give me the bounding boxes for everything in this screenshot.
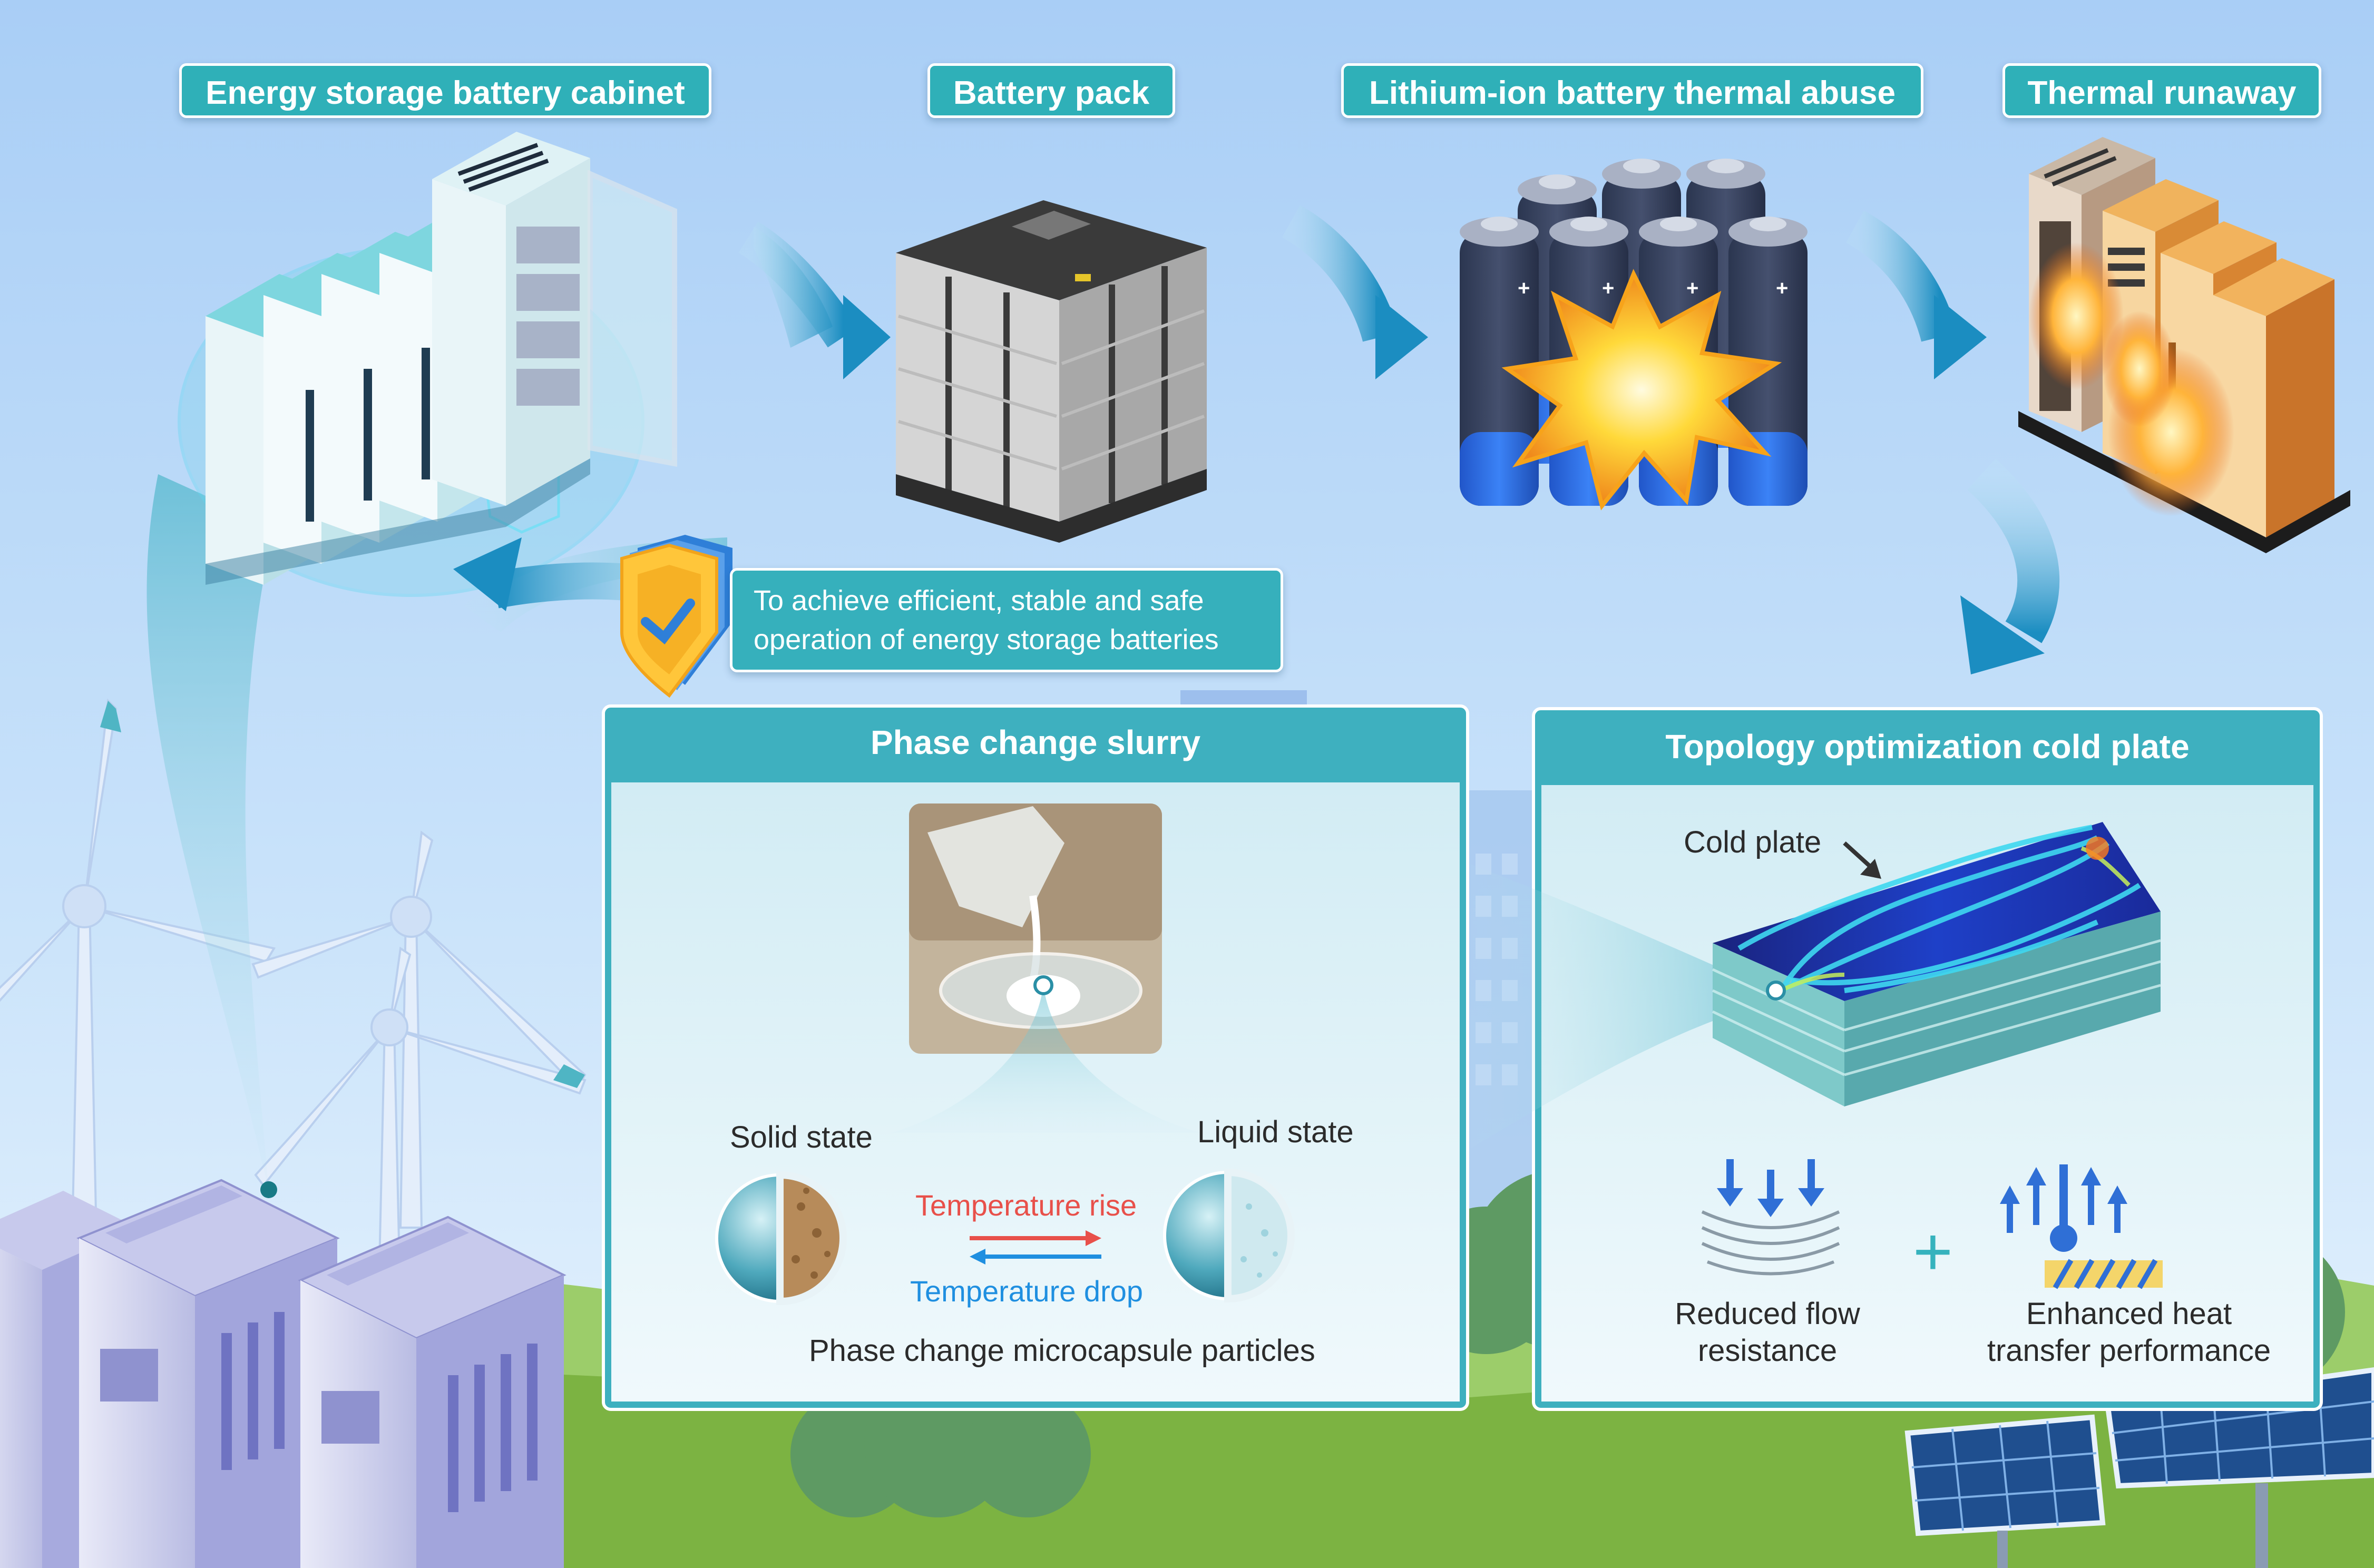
callout-arrow: [1843, 841, 1881, 879]
flow-arrow-down: [1960, 458, 2060, 674]
cold-plate-callout: Cold plate: [1684, 825, 1822, 859]
cold-plate-panel-title: Topology optimization cold plate: [1665, 728, 2190, 766]
benefit-2-line-1: Enhanced heat: [2026, 1297, 2232, 1331]
flow-arrow-3: [1845, 210, 1987, 379]
stage-label-pack: Battery pack: [927, 63, 1175, 118]
cold-plate-illustration: [1712, 822, 2161, 1106]
goal-callout: To achieve efficient, stable and safe op…: [730, 568, 1283, 672]
slurry-photo: [909, 803, 1162, 1054]
stage-label-abuse: Lithium-ion battery thermal abuse: [1341, 63, 1923, 118]
liquid-microcapsule-icon: [1163, 1168, 1295, 1303]
solid-state-label: Solid state: [730, 1120, 873, 1154]
wind-turbine-3: [254, 946, 587, 1266]
microcapsule-caption: Phase change microcapsule particles: [809, 1334, 1315, 1368]
svg-text:+: +: [1518, 277, 1530, 300]
plus-sign: +: [1913, 1213, 1953, 1290]
svg-text:+: +: [1686, 277, 1698, 300]
shield-check-icon: [620, 535, 732, 698]
explosion-icon: [1501, 269, 1782, 511]
liquid-state-label: Liquid state: [1197, 1115, 1354, 1149]
temperature-drop-label: Temperature drop: [910, 1275, 1144, 1308]
reduced-flow-icon: [1701, 1159, 1840, 1276]
battery-cabinet-illustration: [178, 132, 677, 597]
temperature-rise-label: Temperature rise: [915, 1189, 1137, 1222]
field-battery-containers: [0, 1179, 566, 1568]
benefit-1-line-1: Reduced flow: [1675, 1297, 1860, 1331]
thermal-runaway-illustration: [2018, 137, 2350, 553]
benefit-2-line-2: transfer performance: [1987, 1334, 2271, 1368]
goal-line-2: operation of energy storage batteries: [754, 624, 1219, 655]
slurry-panel-title: Phase change slurry: [870, 723, 1201, 761]
flow-arrow-1: [738, 221, 891, 379]
benefit-1-line-2: resistance: [1697, 1334, 1838, 1368]
stage-label-cabinet: Energy storage battery cabinet: [179, 63, 711, 118]
svg-text:+: +: [1602, 277, 1614, 300]
solid-microcapsule-icon: [715, 1171, 847, 1306]
battery-cells-illustration: + + + +: [1460, 159, 1808, 511]
svg-text:+: +: [1776, 277, 1788, 300]
stage-label-runaway: Thermal runaway: [2002, 63, 2321, 118]
heat-bar-stripes: [2047, 1259, 2160, 1289]
temperature-arrows: [970, 1230, 1101, 1265]
wind-turbine-2: [251, 830, 587, 1229]
solar-panel-1: [1904, 1414, 2106, 1568]
goal-line-1: To achieve efficient, stable and safe: [754, 585, 1204, 616]
flow-arrow-2: [1282, 205, 1428, 379]
battery-pack-illustration: [896, 200, 1207, 543]
